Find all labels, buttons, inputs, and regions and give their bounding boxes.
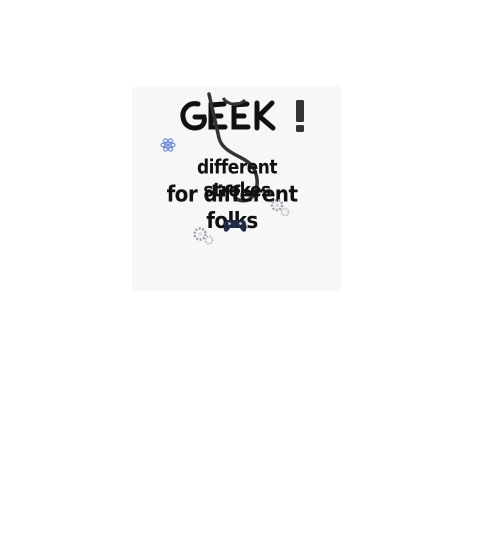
gears-icon	[193, 227, 214, 245]
glasses-icon	[207, 92, 259, 203]
tagline-line-2: for different folks	[166, 180, 298, 234]
game-controller-icon	[223, 220, 247, 232]
tagline-line-1: different strokes	[197, 156, 277, 203]
logo-panel	[132, 86, 342, 291]
atom-icon	[160, 138, 176, 152]
gears-icon	[270, 198, 290, 217]
